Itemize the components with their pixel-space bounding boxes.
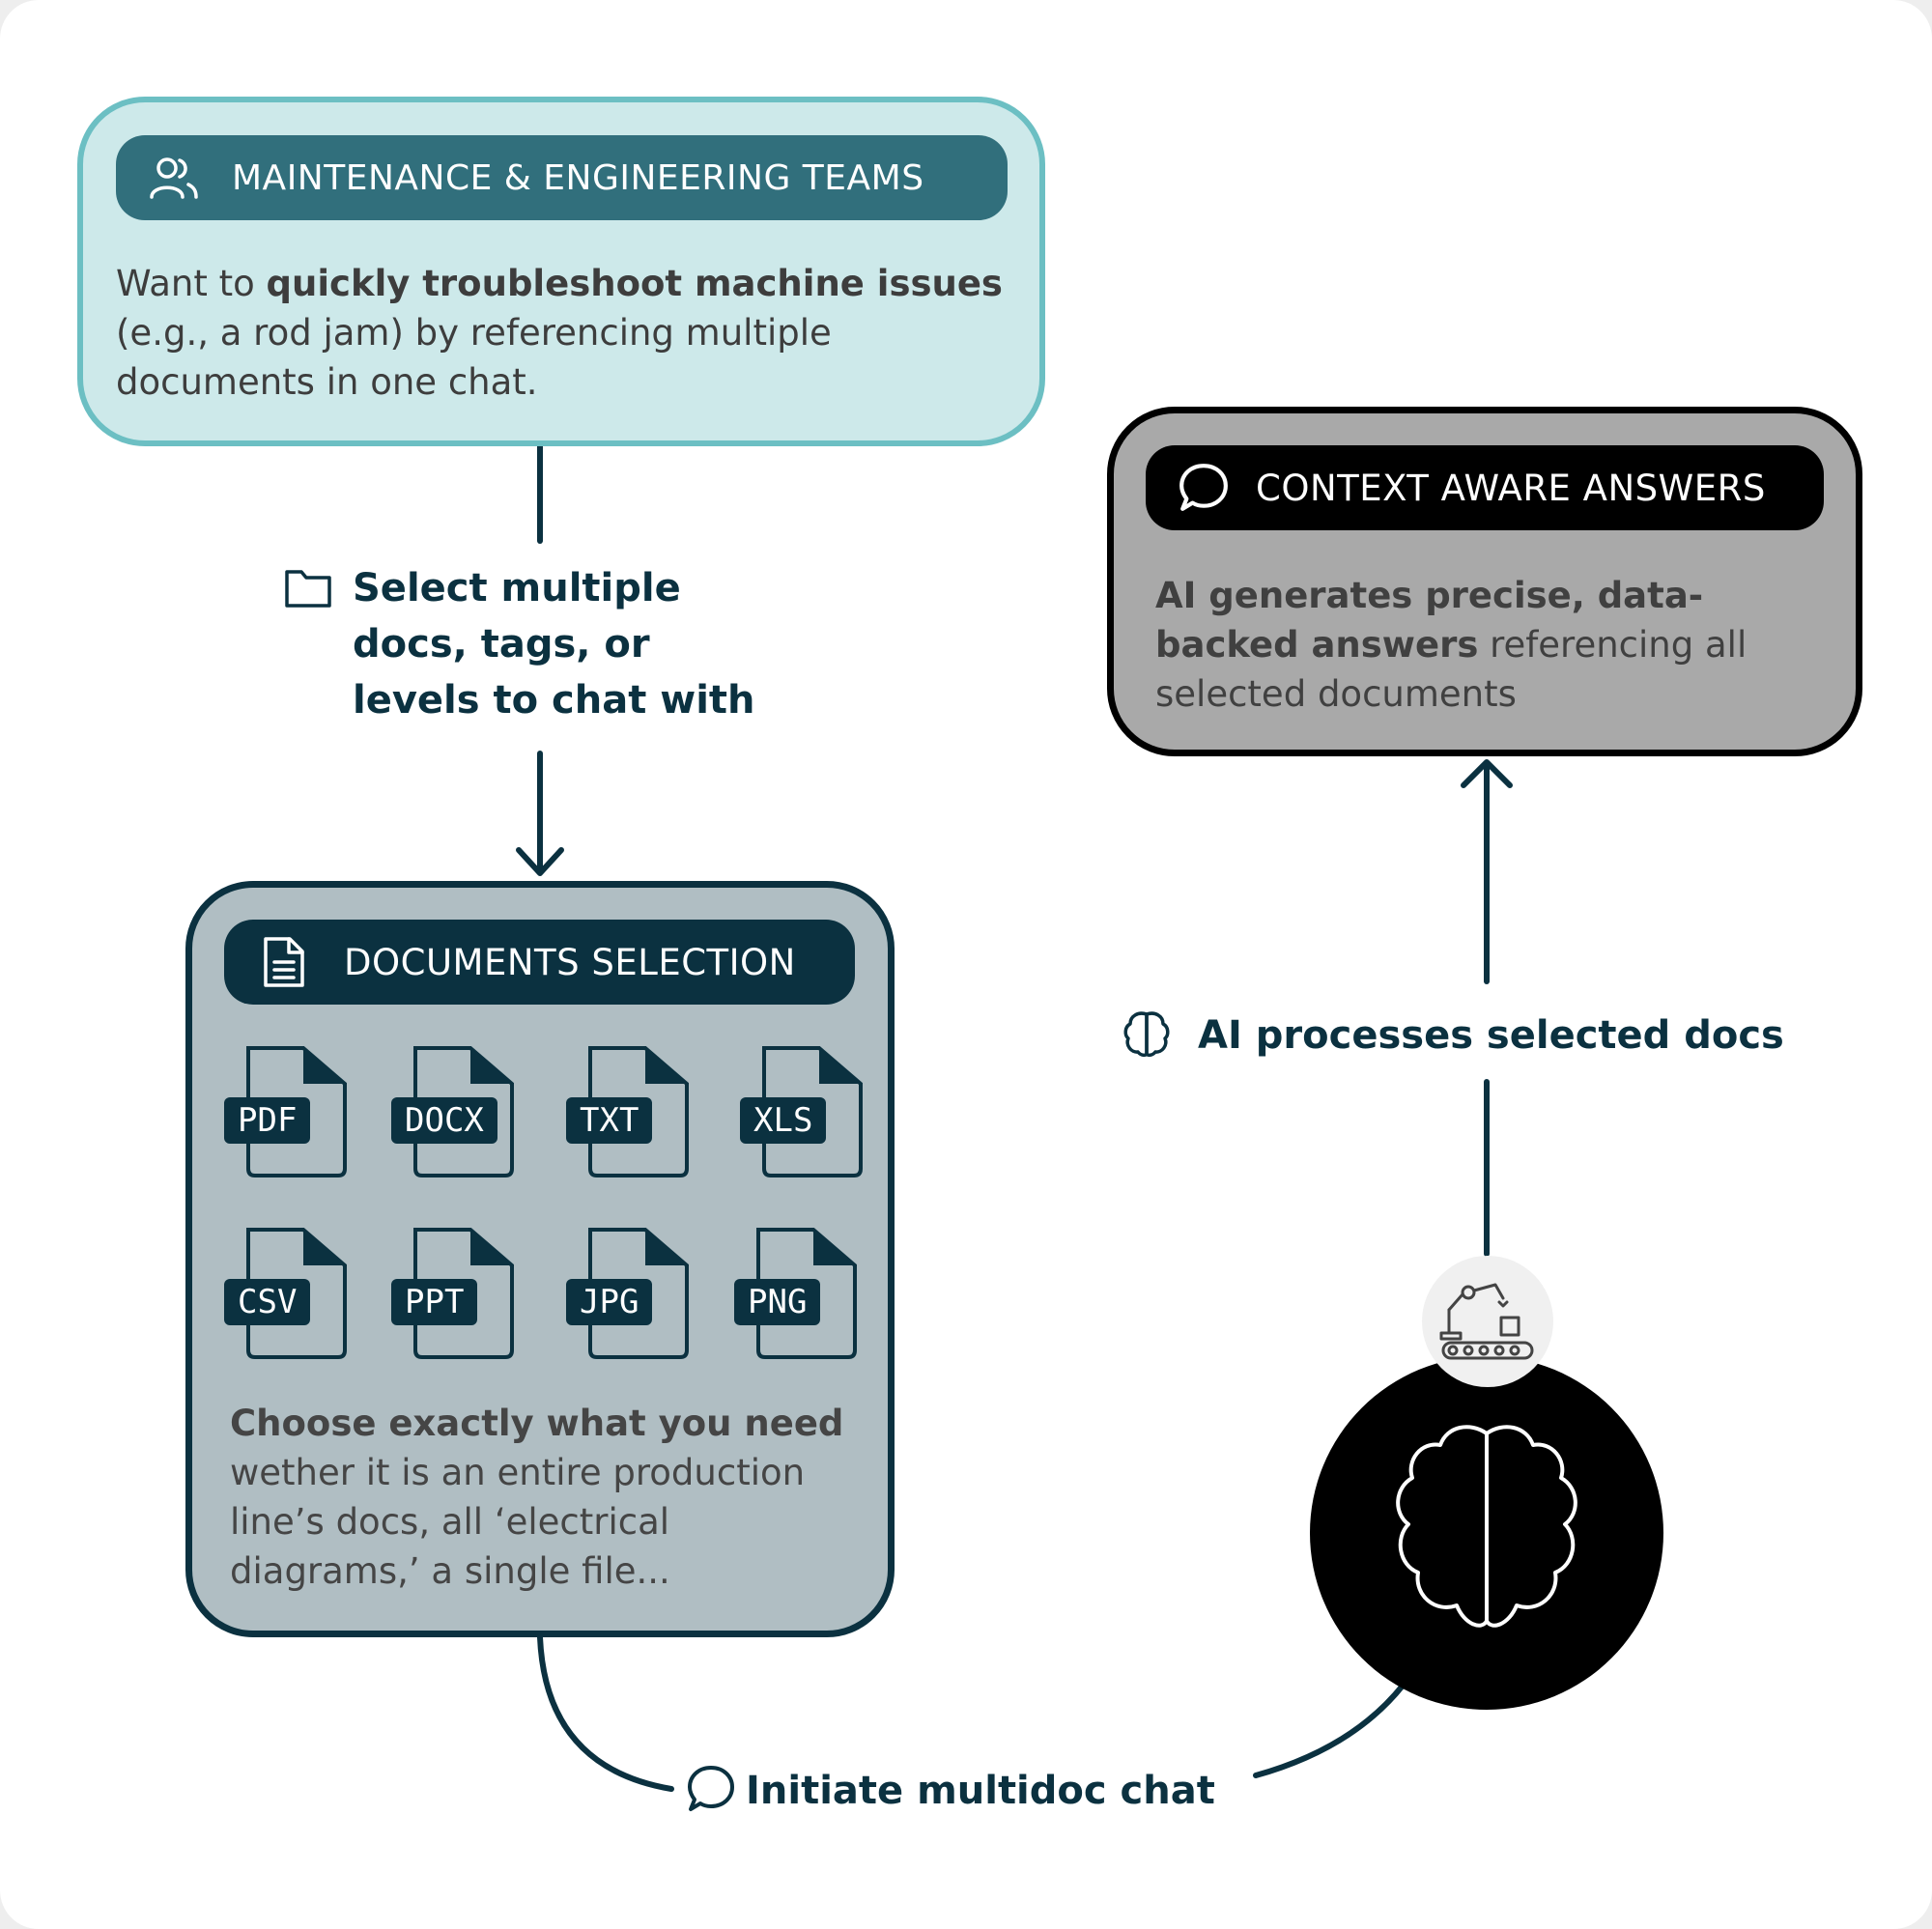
documents-text-bold: Choose exactly what you need [230, 1403, 844, 1444]
file-label: TXT [566, 1097, 653, 1144]
chat-bubble-icon [686, 1764, 736, 1818]
documents-description: Choose exactly what you need wether it i… [230, 1399, 867, 1596]
file-ppt-icon: PPT [391, 1225, 517, 1360]
file-xls-icon: XLS [740, 1043, 866, 1178]
connector-docs-curve [537, 1634, 674, 1792]
documents-title: DOCUMENTS SELECTION [344, 941, 796, 983]
arrow-down-head [516, 847, 564, 876]
ai-node [1310, 1356, 1663, 1710]
documents-header: DOCUMENTS SELECTION [224, 920, 855, 1005]
folder-icon [284, 566, 332, 612]
robotic-arm-conveyor-icon [1439, 1281, 1536, 1366]
arrow-up-head [1461, 759, 1513, 788]
ai-step-label: AI processes selected docs [1198, 1013, 1784, 1058]
file-label: DOCX [391, 1097, 497, 1144]
file-label: JPG [566, 1279, 653, 1325]
answers-text-bold: AI generates precise, data-backed answer… [1155, 575, 1704, 666]
maintenance-description: Want to quickly troubleshoot machine iss… [116, 259, 1005, 407]
answers-description: AI generates precise, data-backed answer… [1155, 571, 1822, 719]
maintenance-header: MAINTENANCE & ENGINEERING TEAMS [116, 135, 1008, 220]
file-label: PPT [391, 1279, 478, 1325]
answers-text-rest: referencing all selected documents [1155, 624, 1747, 715]
maintenance-text-bold: quickly troubleshoot machine issues [266, 263, 1003, 304]
select-step-label: Select multiple docs, tags, or levels to… [353, 566, 755, 723]
file-label: CSV [224, 1279, 311, 1325]
chat-bubble-icon [1177, 462, 1231, 514]
answers-header: CONTEXT AWARE ANSWERS [1146, 445, 1824, 530]
maintenance-text-rest: (e.g., a rod jam) by referencing multipl… [116, 312, 832, 403]
file-txt-icon: TXT [566, 1043, 692, 1178]
brain-icon [1368, 1414, 1605, 1656]
file-label: PNG [734, 1279, 821, 1325]
users-icon [147, 156, 201, 200]
maintenance-text-prefix: Want to [116, 263, 267, 304]
file-png-icon: PNG [734, 1225, 860, 1360]
file-label: XLS [740, 1097, 827, 1144]
brain-icon [1121, 1008, 1173, 1064]
file-docx-icon: DOCX [391, 1043, 517, 1178]
maintenance-title: MAINTENANCE & ENGINEERING TEAMS [232, 157, 924, 198]
robot-badge [1422, 1256, 1553, 1387]
file-label: PDF [224, 1097, 311, 1144]
file-jpg-icon: JPG [566, 1225, 692, 1360]
file-pdf-icon: PDF [224, 1043, 350, 1178]
answers-title: CONTEXT AWARE ANSWERS [1256, 467, 1766, 509]
file-csv-icon: CSV [224, 1225, 350, 1360]
documents-text-rest: wether it is an entire production line’s… [230, 1452, 806, 1592]
connector-ai-curve [1253, 1683, 1406, 1778]
initiate-step-label: Initiate multidoc chat [746, 1769, 1215, 1813]
document-icon [259, 936, 309, 988]
